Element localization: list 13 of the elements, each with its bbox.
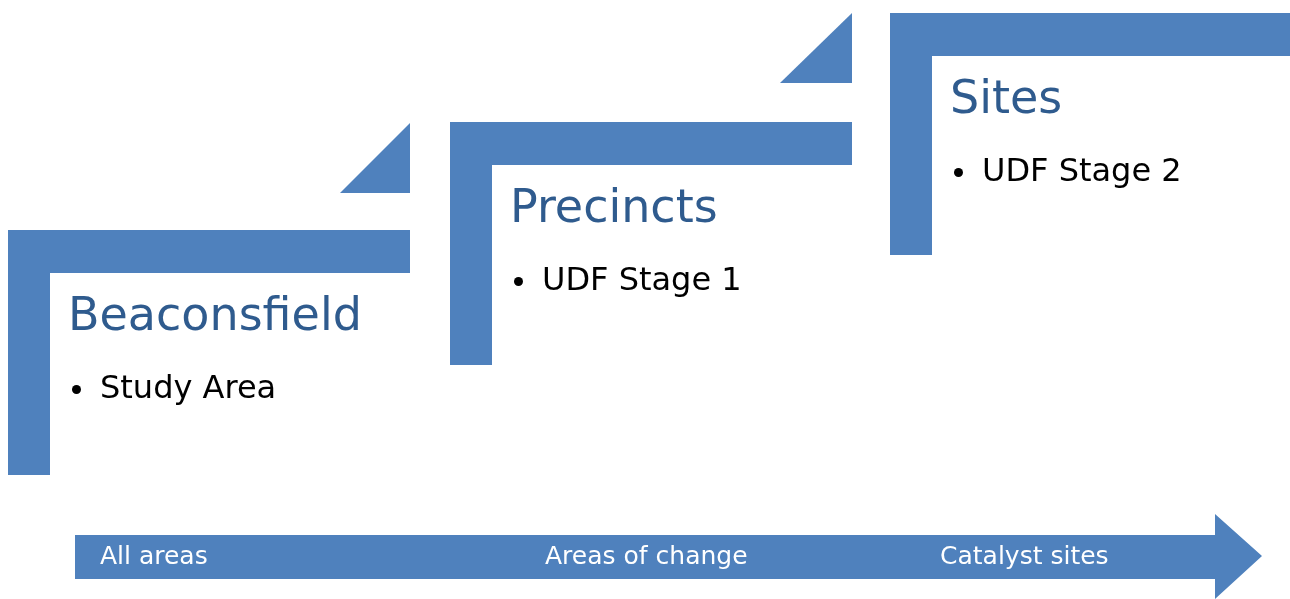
- step-heading: Precincts: [510, 179, 718, 233]
- bullet-text: UDF Stage 1: [542, 260, 742, 298]
- bullet-text: UDF Stage 2: [982, 151, 1182, 189]
- arrow-band: [75, 514, 1263, 599]
- arrow-label: All areas: [100, 541, 208, 570]
- step-shape: [890, 13, 1290, 255]
- step-heading: Sites: [950, 70, 1063, 124]
- arrow-label: Areas of change: [545, 541, 748, 570]
- step-shape: [450, 122, 852, 365]
- arrow-label: Catalyst sites: [940, 541, 1109, 570]
- bullet-text: Study Area: [100, 368, 277, 406]
- step-heading: Beaconsfield: [68, 287, 362, 341]
- step-shape: [8, 230, 410, 475]
